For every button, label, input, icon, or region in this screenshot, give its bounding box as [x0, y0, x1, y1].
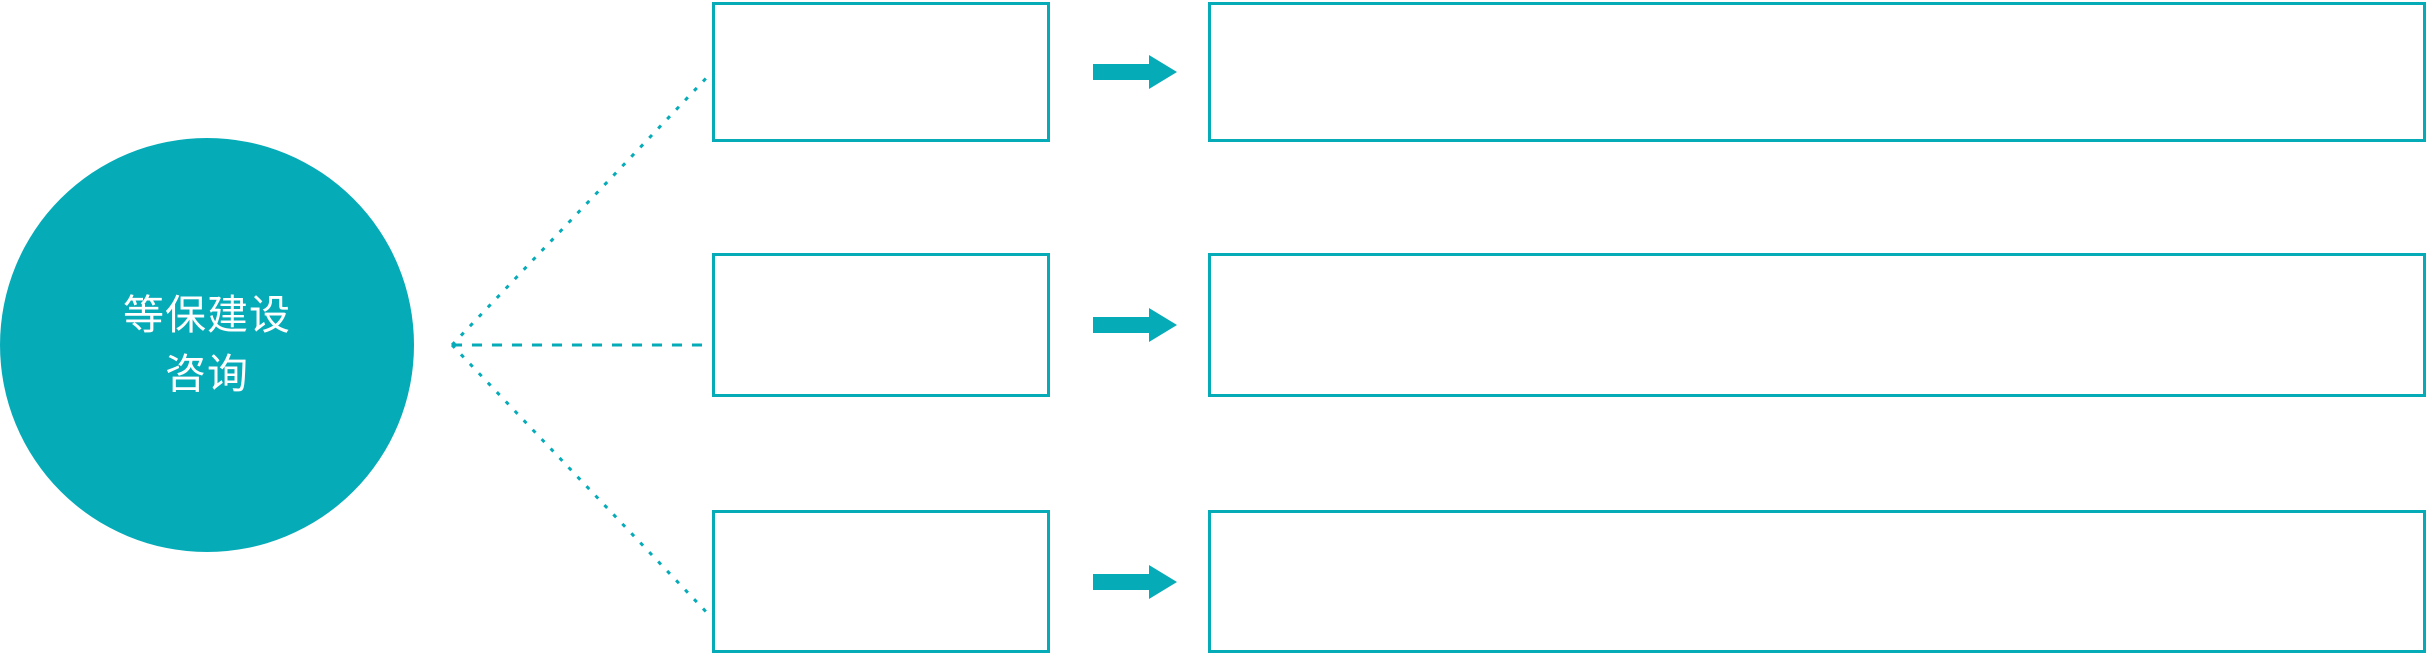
arrow-right-icon [1093, 564, 1177, 599]
diagram-row [0, 2, 2434, 142]
stage-box-row-3[interactable] [712, 510, 1050, 653]
hub-label-line-2: 咨询 [165, 351, 249, 397]
diagram-row [0, 510, 2434, 653]
hub-circle[interactable]: 等保建设 咨询 [0, 138, 414, 552]
stage-box-row-2[interactable] [712, 253, 1050, 397]
detail-box-row-3[interactable] [1208, 510, 2426, 653]
diagram-row [0, 253, 2434, 397]
arrow-right-icon [1093, 55, 1177, 89]
detail-box-row-2[interactable] [1208, 253, 2426, 397]
hub-label-line-1: 等保建设 [123, 291, 291, 338]
arrow-right-icon [1093, 308, 1177, 342]
detail-box-row-1[interactable] [1208, 2, 2426, 142]
stage-box-row-1[interactable] [712, 2, 1050, 142]
